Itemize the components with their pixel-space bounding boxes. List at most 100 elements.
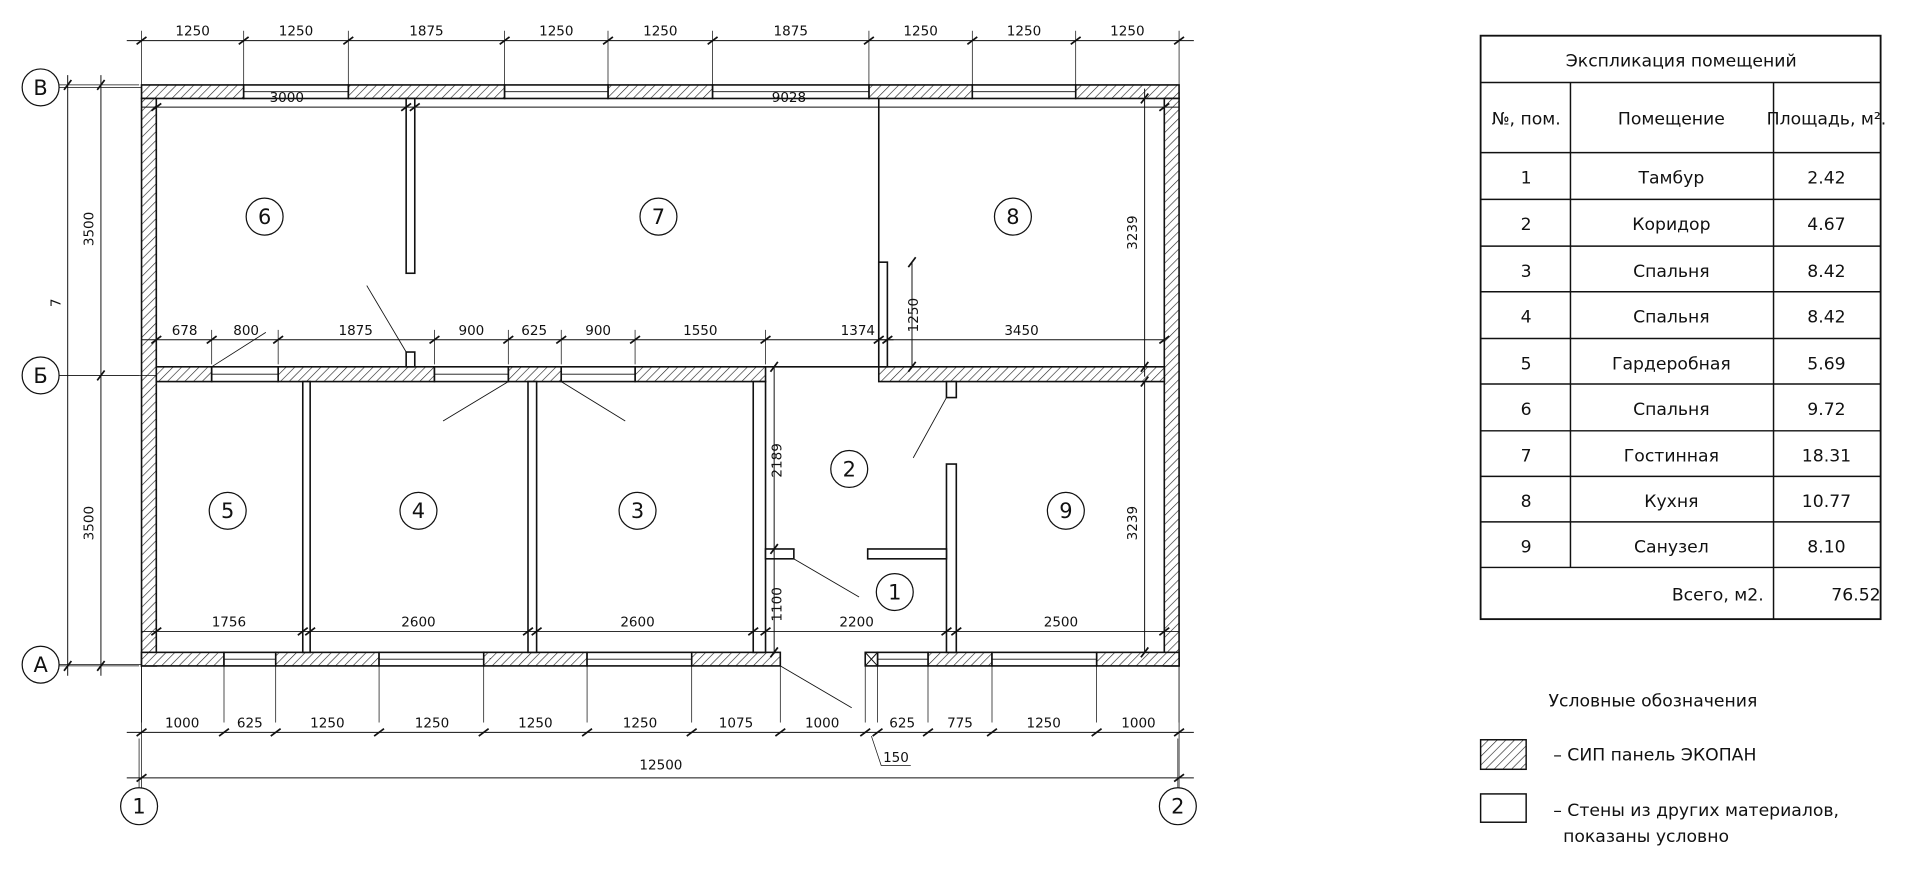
sip-wall-segment xyxy=(877,366,1166,383)
room-number-marker xyxy=(1046,491,1085,530)
dimension-label: 2189 xyxy=(770,443,786,477)
table-cell: 2 xyxy=(1521,215,1532,235)
room-number: 4 xyxy=(412,499,425,523)
dimension-label: 625 xyxy=(521,323,547,339)
dimension-tick xyxy=(1158,102,1170,112)
sip-wall-segment xyxy=(155,366,213,383)
dimension-label: 2600 xyxy=(620,615,654,631)
sip-wall-segment xyxy=(274,651,380,667)
sip-wall-segment xyxy=(140,651,225,667)
legend-text: – Стены из других материалов, xyxy=(1553,801,1839,821)
table-cell: 8.10 xyxy=(1807,538,1845,558)
dimension-label: 150 xyxy=(883,750,909,766)
table-cell: Санузел xyxy=(1634,538,1709,558)
sip-wall-segment xyxy=(347,84,506,100)
dimension-label: 1250 xyxy=(1026,715,1060,731)
axis-marker xyxy=(1158,787,1197,826)
room-number: 5 xyxy=(221,499,234,523)
door-swing-line xyxy=(211,331,267,368)
dimension-label: 1250 xyxy=(539,24,573,40)
dimension-tick xyxy=(150,627,162,636)
dimension-tick xyxy=(1158,335,1170,345)
partition-wall xyxy=(945,463,958,654)
legend: Условные обозначения– СИП панель ЭКОПАН–… xyxy=(1479,692,1839,847)
leader-line xyxy=(871,735,882,766)
room-number-marker xyxy=(208,491,247,530)
table-cell: Коридор xyxy=(1632,215,1710,235)
dimension-tick xyxy=(769,646,779,658)
dimension-label: 1075 xyxy=(719,715,753,731)
dimension-tick xyxy=(218,727,230,737)
table-cell: 3 xyxy=(1521,262,1532,282)
table-title: Экспликация помещений xyxy=(1566,51,1797,71)
room-number-marker xyxy=(618,491,657,530)
axis-marker xyxy=(21,645,60,684)
dimension-label: 3239 xyxy=(1125,215,1141,249)
dimension-tick xyxy=(531,627,543,636)
table-cell: 6 xyxy=(1521,400,1532,420)
dimension-lines xyxy=(59,30,1194,788)
dimension-label: 2600 xyxy=(401,615,435,631)
partition-wall xyxy=(945,380,958,399)
partition-wall xyxy=(527,380,538,654)
axis-marker xyxy=(120,787,159,826)
dimension-label: 3000 xyxy=(270,90,304,106)
room-number-marker xyxy=(399,491,438,530)
dimension-label: 1250 xyxy=(906,298,922,332)
dimension-label: 1250 xyxy=(623,715,657,731)
table-cell: 4 xyxy=(1521,307,1532,327)
room-number: 2 xyxy=(843,457,856,481)
dimension-label: 7 xyxy=(48,298,64,307)
dimension-tick xyxy=(96,660,106,672)
dimension-label: 900 xyxy=(458,323,484,339)
dimension-tick xyxy=(1091,727,1103,737)
table-cell: Кухня xyxy=(1644,492,1698,512)
dimension-tick xyxy=(1140,93,1149,104)
partition-wall xyxy=(301,380,311,654)
table-cell: 9 xyxy=(1521,538,1532,558)
dimension-label: 625 xyxy=(237,715,263,731)
table-cell: 8 xyxy=(1521,492,1532,512)
room-number-marker xyxy=(875,572,914,612)
sip-wall-segment xyxy=(927,651,993,667)
table-cell: 10.77 xyxy=(1802,492,1851,512)
column-cross xyxy=(864,652,878,667)
table-cell: 7 xyxy=(1521,447,1532,467)
dimension-label: 1250 xyxy=(643,24,677,40)
sip-wall-segment xyxy=(634,366,767,383)
dimension-tick xyxy=(950,627,962,636)
dimension-label: 1100 xyxy=(770,587,786,621)
dimension-tick xyxy=(1140,376,1149,388)
dimension-tick xyxy=(373,727,385,737)
table-cell: Спальня xyxy=(1633,400,1710,420)
dimension-tick xyxy=(478,727,490,737)
door-swing-line xyxy=(912,397,947,459)
legend-title: Условные обозначения xyxy=(1549,692,1758,712)
dimension-tick xyxy=(409,102,421,112)
dimension-tick xyxy=(1140,361,1149,373)
sip-wall-segment xyxy=(140,97,158,667)
sip-wall-segment xyxy=(868,84,974,100)
partition-wall xyxy=(866,548,948,560)
dimension-label: 2200 xyxy=(839,615,873,631)
partition-wall xyxy=(877,261,889,368)
dimension-tick xyxy=(400,102,412,112)
partition-wall xyxy=(764,548,795,560)
dimension-tick xyxy=(1140,646,1149,658)
partition-wall xyxy=(752,380,767,654)
dimension-label: 1250 xyxy=(1007,24,1041,40)
sip-wall-segment xyxy=(277,366,436,383)
room-number: 3 xyxy=(631,499,644,523)
dimension-tick xyxy=(96,79,106,91)
table-cell: 8.42 xyxy=(1807,307,1845,327)
legend-swatch-sip xyxy=(1479,739,1527,771)
room-number-marker xyxy=(245,197,284,236)
dimension-tick xyxy=(1158,627,1170,636)
dimension-label: 3239 xyxy=(1125,506,1141,540)
table-cell: Гардеробная xyxy=(1612,354,1731,374)
partition-wall xyxy=(405,351,416,368)
dimension-label: 1756 xyxy=(212,615,246,631)
dimension-label: 1374 xyxy=(841,323,875,339)
dimension-label: 1250 xyxy=(415,715,449,731)
